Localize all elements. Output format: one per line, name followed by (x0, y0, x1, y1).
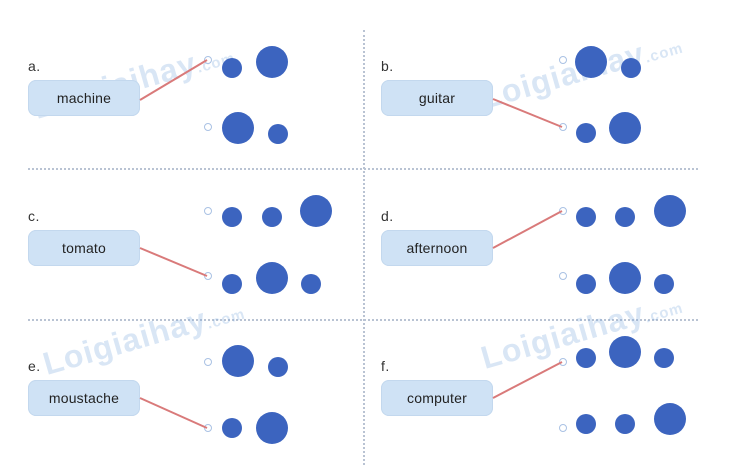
panel-c-letter: c. (28, 208, 40, 224)
panel-f-match-line (492, 361, 563, 399)
panel-b-row1-dot-2 (621, 58, 641, 78)
panel-f-row1-dot-3 (654, 348, 674, 368)
panel-b-row1-anchor (559, 56, 567, 64)
vertical-divider (363, 30, 365, 465)
panel-b-word: guitar (381, 80, 493, 116)
panel-a-row2-anchor (204, 123, 212, 131)
panel-d-row1-dot-1 (576, 207, 596, 227)
panel-d-word: afternoon (381, 230, 493, 266)
panel-a-row2-dot-1 (222, 112, 254, 144)
panel-d-row1-dot-3 (654, 195, 686, 227)
panel-e-row1-dot-2 (268, 357, 288, 377)
panel-c-row2-dot-3 (301, 274, 321, 294)
panel-e-row1-dot-1 (222, 345, 254, 377)
panel-b-letter: b. (381, 58, 394, 74)
panel-a-row2-dot-2 (268, 124, 288, 144)
panel-e-letter: e. (28, 358, 41, 374)
panel-f-row1-dot-1 (576, 348, 596, 368)
panel-f-row1-anchor (559, 358, 567, 366)
panel-d-letter: d. (381, 208, 394, 224)
panel-a-match-line (139, 59, 208, 101)
panel-c-match-line (139, 247, 208, 277)
panel-a-row1-dot-2 (256, 46, 288, 78)
panel-e-row2-anchor (204, 424, 212, 432)
horizontal-divider-2 (28, 319, 698, 321)
panel-c-row1-dot-2 (262, 207, 282, 227)
panel-f-row2-dot-3 (654, 403, 686, 435)
panel-b-row2-dot-1 (576, 123, 596, 143)
panel-c-row1-dot-3 (300, 195, 332, 227)
panel-e-word: moustache (28, 380, 140, 416)
panel-f-letter: f. (381, 358, 390, 374)
panel-a-word: machine (28, 80, 140, 116)
panel-c-word: tomato (28, 230, 140, 266)
panel-d-row2-dot-1 (576, 274, 596, 294)
panel-d-row1-dot-2 (615, 207, 635, 227)
panel-c-row2-dot-1 (222, 274, 242, 294)
panel-c-row1-anchor (204, 207, 212, 215)
panel-e-row2-dot-1 (222, 418, 242, 438)
panel-e-row1-anchor (204, 358, 212, 366)
panel-a-letter: a. (28, 58, 41, 74)
panel-f-row2-anchor (559, 424, 567, 432)
panel-e-match-line (139, 397, 208, 429)
panel-d-row2-anchor (559, 272, 567, 280)
panel-f-row2-dot-2 (615, 414, 635, 434)
panel-b-match-line (492, 98, 563, 128)
panel-e-row2-dot-2 (256, 412, 288, 444)
panel-b-row2-dot-2 (609, 112, 641, 144)
panel-f-row2-dot-1 (576, 414, 596, 434)
panel-c-row1-dot-1 (222, 207, 242, 227)
panel-f-row1-dot-2 (609, 336, 641, 368)
panel-f-word: computer (381, 380, 493, 416)
horizontal-divider-1 (28, 168, 698, 170)
panel-a-row1-dot-1 (222, 58, 242, 78)
panel-b-row1-dot-1 (575, 46, 607, 78)
panel-c-row2-dot-2 (256, 262, 288, 294)
panel-d-row2-dot-3 (654, 274, 674, 294)
panel-d-row2-dot-2 (609, 262, 641, 294)
panel-a-row1-anchor (204, 56, 212, 64)
panel-d-row1-anchor (559, 207, 567, 215)
panel-d-match-line (492, 210, 563, 249)
